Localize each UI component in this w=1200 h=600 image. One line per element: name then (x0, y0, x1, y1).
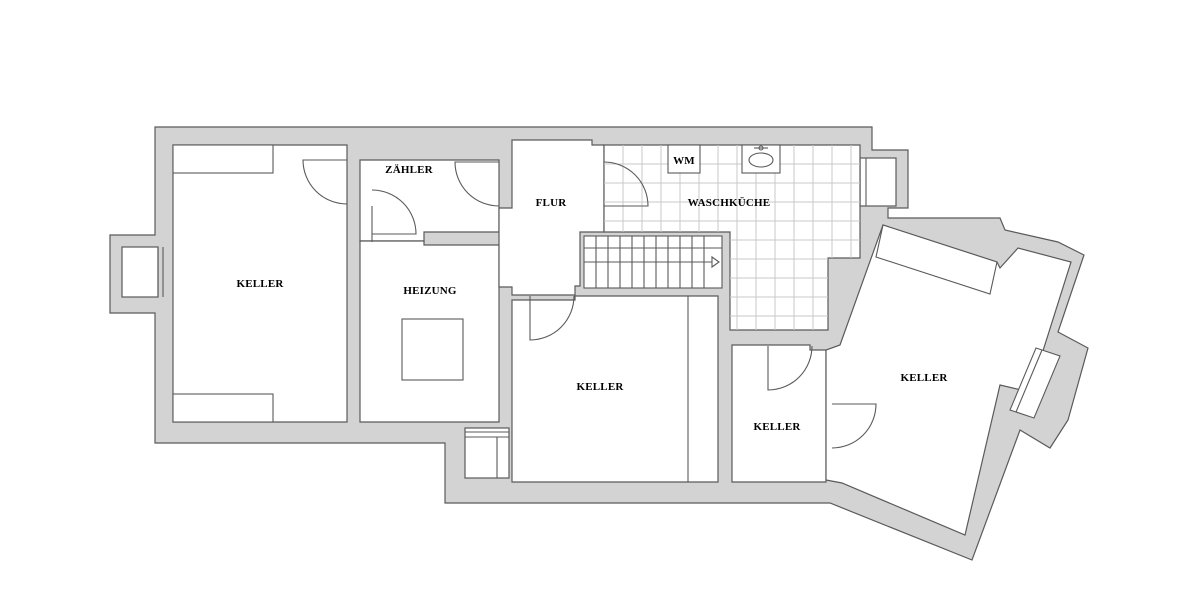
label-keller-left: KELLER (236, 278, 284, 290)
fixtures: WM (667, 144, 781, 174)
room-keller-small (731, 344, 827, 483)
rooms (172, 139, 1072, 536)
label-keller-small: KELLER (753, 421, 801, 433)
washing-machine-label: WM (673, 155, 695, 167)
label-keller-right: KELLER (900, 372, 948, 384)
window-niche-top-right (859, 157, 897, 207)
label-heizung: HEIZUNG (403, 285, 457, 297)
sink (741, 144, 781, 174)
label-keller-middle: KELLER (576, 381, 624, 393)
boiler (401, 318, 464, 381)
shelf-right (875, 224, 998, 295)
room-keller-right (825, 224, 1072, 536)
label-flur: FLUR (536, 197, 568, 209)
label-zaehler: ZÄHLER (385, 163, 434, 176)
sink-basin-icon (748, 152, 774, 168)
label-waschkueche: WASCHKÜCHE (688, 196, 771, 209)
room-keller-middle (511, 295, 719, 483)
room-labels: KELLER ZÄHLER HEIZUNG FLUR WASCHKÜCHE KE… (236, 163, 948, 433)
doors (302, 159, 1061, 449)
staircase (583, 235, 723, 289)
window-niche-left (121, 246, 159, 298)
stair-direction-arrow-icon (711, 255, 720, 269)
window-niche-bottom (464, 427, 510, 479)
room-keller-left (172, 144, 348, 423)
room-flur (498, 139, 605, 296)
window-right (1009, 347, 1061, 419)
shelf-top (172, 144, 274, 174)
shelf-bottom (172, 393, 274, 423)
washing-machine (667, 144, 701, 174)
